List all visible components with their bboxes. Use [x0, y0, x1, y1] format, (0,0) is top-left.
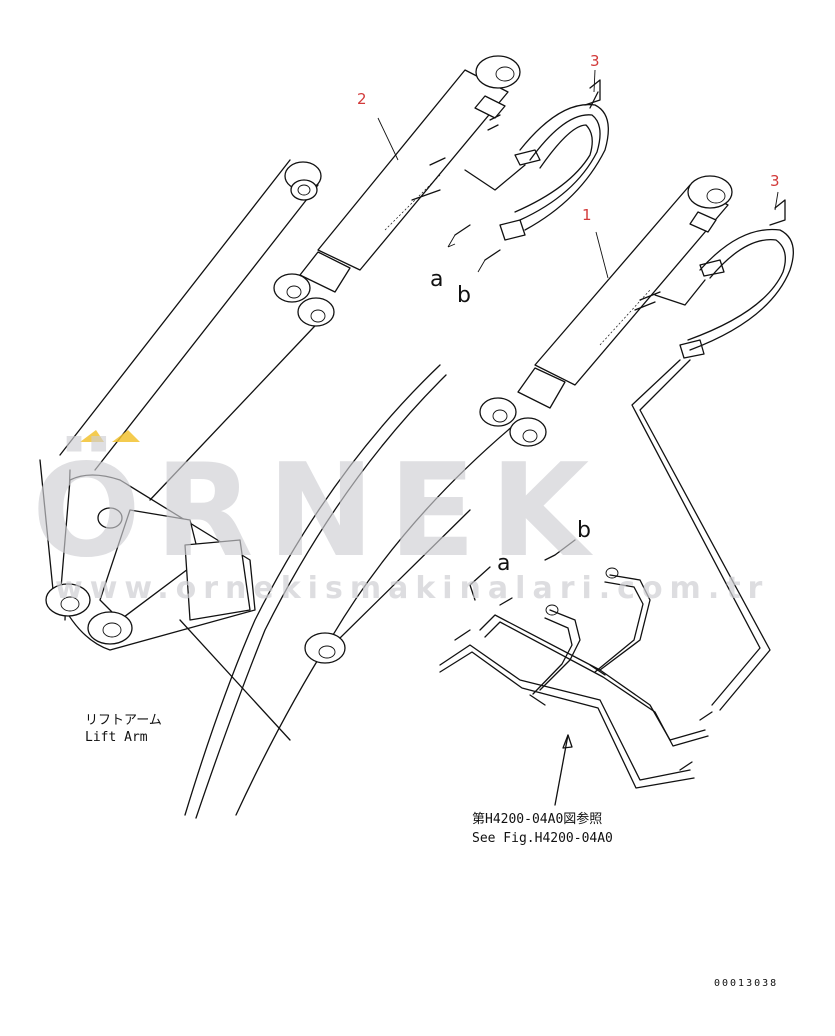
lift-arm-linkage — [59, 159, 322, 471]
cylinder-2 — [273, 55, 521, 327]
callout-3-upper: 3 — [590, 52, 600, 70]
see-fig-label-jp: 第H4200-04A0図参照 — [472, 811, 602, 827]
see-fig-label-en: See Fig.H4200-04A0 — [472, 831, 613, 846]
callout-leaders — [377, 69, 779, 279]
hose-assembly-3-upper — [454, 79, 609, 261]
view-marker-b-lower: b — [577, 518, 591, 543]
view-marker-a-upper: a — [430, 267, 443, 292]
cylinder-1 — [479, 175, 733, 447]
hose-assembly-3-right — [631, 199, 794, 711]
view-marker-b-upper: b — [457, 283, 471, 308]
lift-arm-label-en: Lift Arm — [85, 730, 148, 745]
tube-assembly — [439, 567, 713, 806]
callout-2: 2 — [357, 90, 367, 108]
watermark-brand: ÖRNEK — [32, 436, 603, 586]
watermark-accent-right-icon — [112, 430, 140, 442]
watermark: ÖRNEK www.ornekismakinalari.com.tr — [32, 430, 769, 606]
lift-arm — [39, 309, 331, 741]
boom-outline — [184, 364, 521, 819]
watermark-url: www.ornekismakinalari.com.tr — [55, 571, 769, 606]
view-arrows-lower — [469, 539, 576, 601]
drawing-number: 00013038 — [714, 978, 778, 989]
lift-arm-label-jp: リフトアーム — [85, 713, 162, 728]
watermark-accent-left-icon — [80, 430, 104, 442]
callout-3-right: 3 — [770, 172, 780, 190]
callout-1: 1 — [582, 206, 592, 224]
view-marker-a-lower: a — [497, 551, 510, 576]
